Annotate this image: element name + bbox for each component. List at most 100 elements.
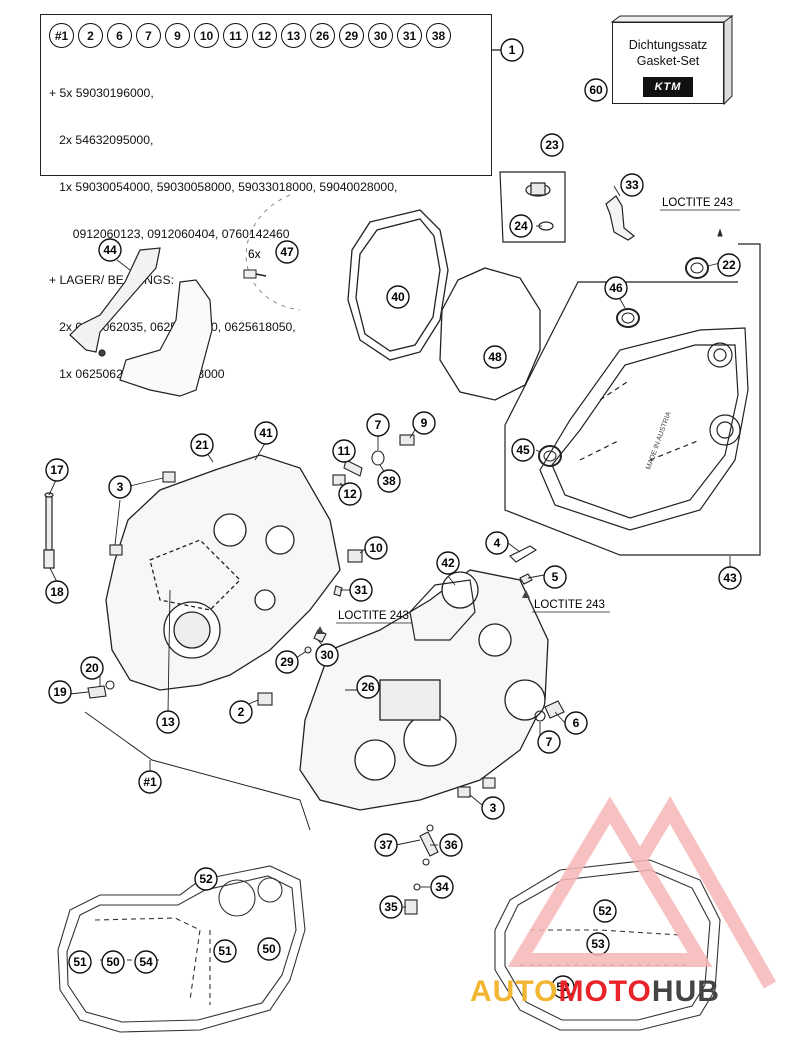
watermark-moto: MOTO — [558, 975, 652, 1008]
callout-number: 41 — [259, 426, 273, 440]
callout-circle — [101, 950, 125, 974]
callout-circle — [364, 536, 388, 560]
callout-number: 51 — [73, 955, 87, 969]
callout-circle — [338, 482, 362, 506]
clutch-cover-assembly: MADE IN AUSTRIA — [504, 243, 761, 556]
callout-number: 9 — [421, 416, 428, 430]
oil-seal-22 — [685, 228, 723, 279]
callout-circle — [584, 78, 608, 102]
callout-number: 10 — [369, 541, 383, 555]
oil-seal-46 — [616, 308, 640, 328]
kit-line: 1x 59030054000, 59030058000, 59033018000… — [49, 179, 398, 194]
callout-number: 5 — [552, 570, 559, 584]
gasket-set-title: Dichtungssatz — [628, 38, 708, 52]
callout-circle — [718, 566, 742, 590]
kit-contents: + 5x 59030196000, 2x 54632095000, 1x 590… — [49, 55, 397, 414]
oil-seal-45 — [538, 445, 562, 467]
callout-circle — [108, 475, 132, 499]
kit-id-1: #1 — [49, 23, 74, 48]
kit-id-7: 11 — [223, 23, 248, 48]
kit-id-10: 26 — [310, 23, 335, 48]
callout-circle — [377, 469, 401, 493]
callout-number: 13 — [161, 715, 175, 729]
callout-circle — [540, 133, 564, 157]
callout-circle — [366, 413, 390, 437]
right-crankcase-42 — [299, 569, 549, 811]
callout-number: 3 — [117, 480, 124, 494]
callout-number: 23 — [545, 138, 559, 152]
callout-number: 40 — [391, 290, 405, 304]
callout-number: 42 — [441, 556, 455, 570]
kit-id-2: 2 — [78, 23, 103, 48]
loctite-label-c: LOCTITE 243 — [534, 599, 605, 611]
callout-circle — [138, 770, 162, 794]
callout-circle — [439, 833, 463, 857]
callout-number: 52 — [199, 872, 213, 886]
o-ring-48 — [439, 267, 541, 401]
kit-line: + 5x 59030196000, — [49, 86, 154, 101]
gasket-42 — [409, 579, 476, 641]
callout-number: 43 — [723, 571, 737, 585]
callout-circle — [543, 565, 567, 589]
callout-circle — [500, 38, 524, 62]
loctite-label-a: LOCTITE 243 — [662, 197, 733, 209]
callout-circle — [386, 285, 410, 309]
callout-number: 1 — [509, 43, 516, 57]
kit-id-8: 12 — [252, 23, 277, 48]
callout-number: 37 — [379, 838, 393, 852]
callout-circle — [213, 939, 237, 963]
callout-circle — [551, 975, 575, 999]
callout-number: 38 — [382, 474, 396, 488]
callout-number: 33 — [625, 178, 639, 192]
callout-circle — [254, 421, 278, 445]
kit-line: 2x 54632095000, — [49, 132, 154, 147]
callout-number: 22 — [722, 258, 736, 272]
callout-number: 12 — [343, 487, 357, 501]
callout-circle — [275, 240, 299, 264]
callout-circle — [509, 214, 533, 238]
kit-id-14: 38 — [426, 23, 451, 48]
screw-47 — [243, 269, 267, 279]
callout-number: #1 — [143, 775, 157, 789]
callout-number: 36 — [444, 838, 458, 852]
callout-circle — [436, 551, 460, 575]
callout-number: 7 — [375, 418, 382, 432]
callout-number: 24 — [514, 219, 528, 233]
callout-circle — [349, 578, 373, 602]
callout-circle — [315, 643, 339, 667]
callout-number: 50 — [106, 955, 120, 969]
kit-line: 0912060123, 0912060404, 0760142460 — [49, 226, 290, 241]
callout-number: 7 — [546, 735, 553, 749]
kit-id-11: 29 — [339, 23, 364, 48]
callout-circle — [80, 656, 104, 680]
callout-number: 4 — [494, 536, 501, 550]
callout-number: 46 — [609, 281, 623, 295]
callout-number: 11 — [338, 444, 351, 458]
callout-number: 2 — [238, 705, 245, 719]
callout-circle — [537, 730, 561, 754]
watermark-text: AUTOMOTOHUB — [470, 975, 720, 1009]
callout-circle — [430, 875, 454, 899]
callout-circle — [257, 937, 281, 961]
callout-circle — [156, 710, 180, 734]
callout-circle — [374, 833, 398, 857]
callout-circle — [620, 173, 644, 197]
callout-circle — [564, 711, 588, 735]
callout-circle — [483, 345, 507, 369]
callout-circle — [412, 411, 436, 435]
callout-number: 44 — [103, 243, 117, 257]
callout-number: 3 — [490, 801, 497, 815]
callout-circle — [604, 276, 628, 300]
callout-number: 52 — [598, 904, 612, 918]
gasket-set-subtitle: Gasket-Set — [636, 54, 700, 68]
svg-text:MADE IN AUSTRIA: MADE IN AUSTRIA — [645, 411, 673, 471]
callout-circle — [379, 895, 403, 919]
kit-id-4: 7 — [136, 23, 161, 48]
kit-id-3: 6 — [107, 23, 132, 48]
loctite-drops — [316, 590, 530, 634]
ktm-logo: KTM — [642, 77, 694, 97]
assembly-outline-1 — [84, 711, 301, 801]
kit-id-13: 31 — [397, 23, 422, 48]
